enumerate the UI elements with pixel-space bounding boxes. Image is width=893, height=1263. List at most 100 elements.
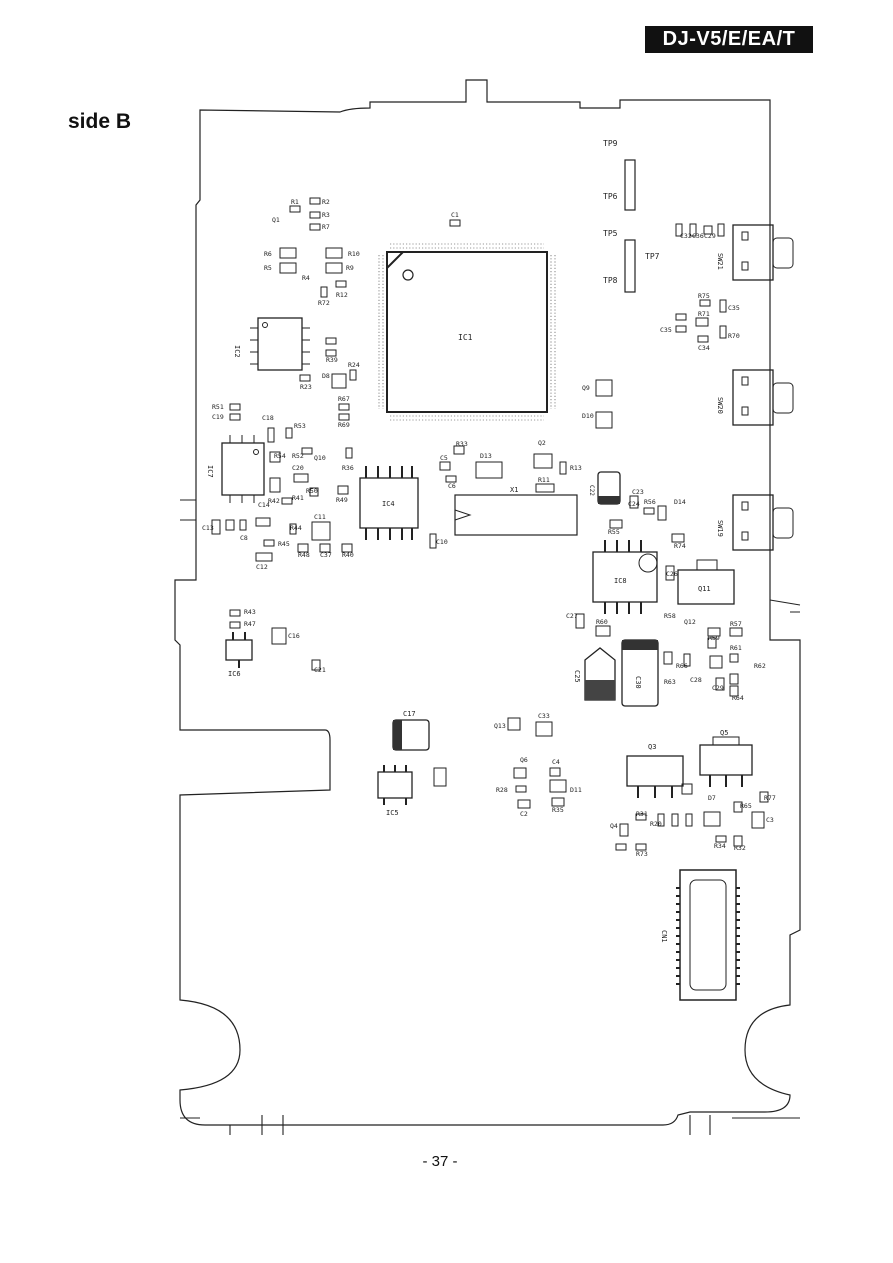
c30-label: C30 xyxy=(634,676,642,689)
r12-label: R12 xyxy=(336,291,348,299)
r73-label: R73 xyxy=(636,850,648,858)
tp5-pad xyxy=(624,239,636,293)
sw21-label: SW21 xyxy=(716,253,724,270)
r48-label: R48 xyxy=(298,551,310,559)
c14-label: C14 xyxy=(258,501,270,509)
c25-label: C25 xyxy=(573,670,581,683)
c22-capacitor xyxy=(597,471,621,505)
r3-label: R3 xyxy=(322,211,330,219)
r50-label: R50 xyxy=(306,487,318,495)
c36-label: C36 xyxy=(692,232,704,240)
r10-label: R10 xyxy=(348,250,360,258)
page-number: - 37 - xyxy=(422,1153,458,1170)
r56-label: R56 xyxy=(644,498,656,506)
r63-label: R63 xyxy=(664,678,676,686)
c29-label: C29 xyxy=(704,232,716,240)
d14-label: D14 xyxy=(674,498,686,506)
c13-label: C13 xyxy=(202,524,214,532)
ic7-package xyxy=(221,435,265,503)
c20-label: C20 xyxy=(292,464,304,472)
c33-label: C33 xyxy=(538,712,550,720)
d10-label: D10 xyxy=(582,412,594,420)
x1-crystal xyxy=(454,494,578,536)
r13-label: R13 xyxy=(570,464,582,472)
r49-label: R49 xyxy=(336,496,348,504)
c23-label: C23 xyxy=(632,488,644,496)
q3-transistor xyxy=(626,755,684,798)
c28-label: C28 xyxy=(690,676,702,684)
r1-label: R1 xyxy=(291,198,299,206)
tp6-label: TP6 xyxy=(603,192,618,201)
ic1-label: IC1 xyxy=(458,333,473,342)
c27-label: C27 xyxy=(566,612,578,620)
r75-label: R75 xyxy=(698,292,710,300)
r43-label: R43 xyxy=(244,608,256,616)
ic4-label: IC4 xyxy=(382,500,395,508)
c19-label: C19 xyxy=(212,413,224,421)
r33-label: R33 xyxy=(456,440,468,448)
sw19-label: SW19 xyxy=(716,520,724,537)
sw20-label: SW20 xyxy=(716,397,724,414)
r11-label: R11 xyxy=(538,476,550,484)
sw20-switch xyxy=(732,369,794,426)
r74-label: R74 xyxy=(674,542,686,550)
r20-label: R20 xyxy=(650,820,662,828)
r70-label: R70 xyxy=(728,332,740,340)
r60-label: R60 xyxy=(596,618,608,626)
r72-label: R72 xyxy=(318,299,330,307)
c17-label: C17 xyxy=(403,710,416,718)
c17-capacitor xyxy=(392,719,430,751)
r31-label: R31 xyxy=(636,810,648,818)
r32-label: R32 xyxy=(734,844,746,852)
smd-pads xyxy=(211,197,769,851)
r53-label: R53 xyxy=(294,422,306,430)
r59-label: R59 xyxy=(708,634,720,642)
cn1-label: CN1 xyxy=(660,930,668,943)
tp9-label: TP9 xyxy=(603,139,618,148)
ic5-label: IC5 xyxy=(386,809,399,817)
q5-label: Q5 xyxy=(720,729,728,737)
c1-label: C1 xyxy=(451,211,459,219)
d13-label: D13 xyxy=(480,452,492,460)
r2-label: R2 xyxy=(322,198,330,206)
c16-label: C16 xyxy=(288,632,300,640)
q13-label: Q13 xyxy=(494,722,506,730)
r7-label: R7 xyxy=(322,223,330,231)
c3-label: C3 xyxy=(766,816,774,824)
c35-label: C35 xyxy=(728,304,740,312)
ic2-package xyxy=(250,317,310,371)
tp7-label: TP7 xyxy=(645,252,660,261)
side-label: side B xyxy=(68,110,132,133)
c35b-label: C35 xyxy=(660,326,672,334)
q2-label: Q2 xyxy=(538,439,546,447)
q5-transistor xyxy=(699,736,753,787)
c5-label: C5 xyxy=(440,454,448,462)
q1-label: Q1 xyxy=(272,216,280,224)
board-outline xyxy=(174,79,801,1126)
c18-label: C18 xyxy=(262,414,274,422)
r47-label: R47 xyxy=(244,620,256,628)
c2-label: C2 xyxy=(520,810,528,818)
r77-label: R77 xyxy=(764,794,776,802)
r58-label: R58 xyxy=(664,612,676,620)
r41-label: R41 xyxy=(292,494,304,502)
r54-label: R54 xyxy=(274,452,286,460)
tp8-label: TP8 xyxy=(603,276,618,285)
r57-label: R57 xyxy=(730,620,742,628)
r24-label: R24 xyxy=(348,361,360,369)
r40-label: R40 xyxy=(342,551,354,559)
r28-label: R28 xyxy=(496,786,508,794)
r71-label: R71 xyxy=(698,310,710,318)
c8-label: C8 xyxy=(240,534,248,542)
c10-label: C10 xyxy=(436,538,448,546)
r66-label: R66 xyxy=(676,662,688,670)
c12-label: C12 xyxy=(256,563,268,571)
ic6-package xyxy=(225,632,253,668)
r52-label: R52 xyxy=(292,452,304,460)
cn1-connector xyxy=(676,869,740,1001)
q3-label: Q3 xyxy=(648,743,656,751)
r44-label: R44 xyxy=(290,524,302,532)
x1-label: X1 xyxy=(510,486,518,494)
d7-label: D7 xyxy=(708,794,716,802)
